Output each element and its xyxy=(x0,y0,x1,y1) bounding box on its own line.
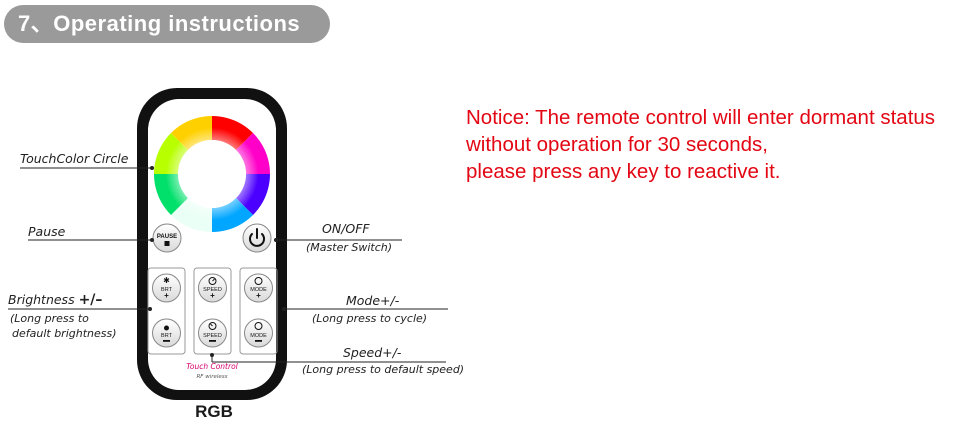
plus-icon: + xyxy=(164,291,169,300)
mode-icon xyxy=(254,277,263,285)
mode-up-label: MODE xyxy=(250,287,267,293)
speed-note: (Long press to default speed) xyxy=(302,363,465,376)
brt-up-label: BRT xyxy=(161,287,173,293)
model-label: RGB xyxy=(195,402,233,421)
speedometer-icon xyxy=(208,277,217,285)
onoff-label: ON/OFF xyxy=(322,221,370,236)
minus-icon xyxy=(209,340,216,342)
minus-icon xyxy=(255,340,262,342)
mode-label: Mode+/- xyxy=(346,293,400,308)
brightness-up-button[interactable]: ✱ BRT + xyxy=(152,273,181,303)
brightness-text: Brightness xyxy=(8,292,75,307)
mode-panel xyxy=(239,267,278,355)
brightness-symbol: +/– xyxy=(78,292,103,308)
mode-up-button[interactable]: MODE + xyxy=(244,273,273,303)
leader-lines xyxy=(8,167,448,363)
master-switch-label: (Master Switch) xyxy=(306,241,393,254)
leader-dots xyxy=(148,166,286,357)
speedometer-icon xyxy=(208,322,217,330)
mode-icon xyxy=(254,322,263,330)
speed-up-label: SPEED xyxy=(203,287,222,293)
power-icon xyxy=(249,233,265,247)
brightness-label: Brightness +/– xyxy=(8,292,102,308)
brt-down-label: BRT xyxy=(161,333,173,339)
speed-label: Speed+/- xyxy=(343,345,402,360)
notice-text: Notice: The remote control will enter do… xyxy=(466,104,972,185)
brand-line-2: RF wireless xyxy=(196,374,227,380)
brightness-note-1: (Long press to xyxy=(10,312,89,325)
pause-button[interactable]: PAUSE xyxy=(152,223,182,253)
plus-icon: + xyxy=(210,291,215,300)
dim-sun-icon xyxy=(164,325,169,331)
mode-note: (Long press to cycle) xyxy=(312,312,428,325)
brt-panel xyxy=(147,267,186,355)
notice-line-2: without operation for 30 seconds, xyxy=(466,133,768,156)
pause-label: Pause xyxy=(28,224,66,239)
plus-icon: + xyxy=(256,291,261,300)
brightness-note-2: default brightness) xyxy=(12,327,117,340)
minus-icon xyxy=(163,340,170,342)
stop-square-icon xyxy=(164,241,170,246)
power-button[interactable] xyxy=(242,223,272,253)
speed-down-button[interactable]: SPEED xyxy=(198,318,227,348)
touch-color-circle-label: TouchColor Circle xyxy=(20,151,129,166)
pause-button-label: PAUSE xyxy=(157,234,177,240)
speed-down-label: SPEED xyxy=(203,333,222,339)
mode-down-label: MODE xyxy=(250,333,267,339)
brightness-down-button[interactable]: BRT xyxy=(152,318,181,348)
mode-down-button[interactable]: MODE xyxy=(244,318,273,348)
section-title: 7、Operating instructions xyxy=(4,5,330,43)
notice-line-3: please press any key to reactive it. xyxy=(466,160,781,183)
sun-icon: ✱ xyxy=(163,276,170,285)
speed-up-button[interactable]: SPEED + xyxy=(198,273,227,303)
notice-line-1: Notice: The remote control will enter do… xyxy=(466,106,936,129)
brand-line-1: Touch Control xyxy=(186,362,238,371)
